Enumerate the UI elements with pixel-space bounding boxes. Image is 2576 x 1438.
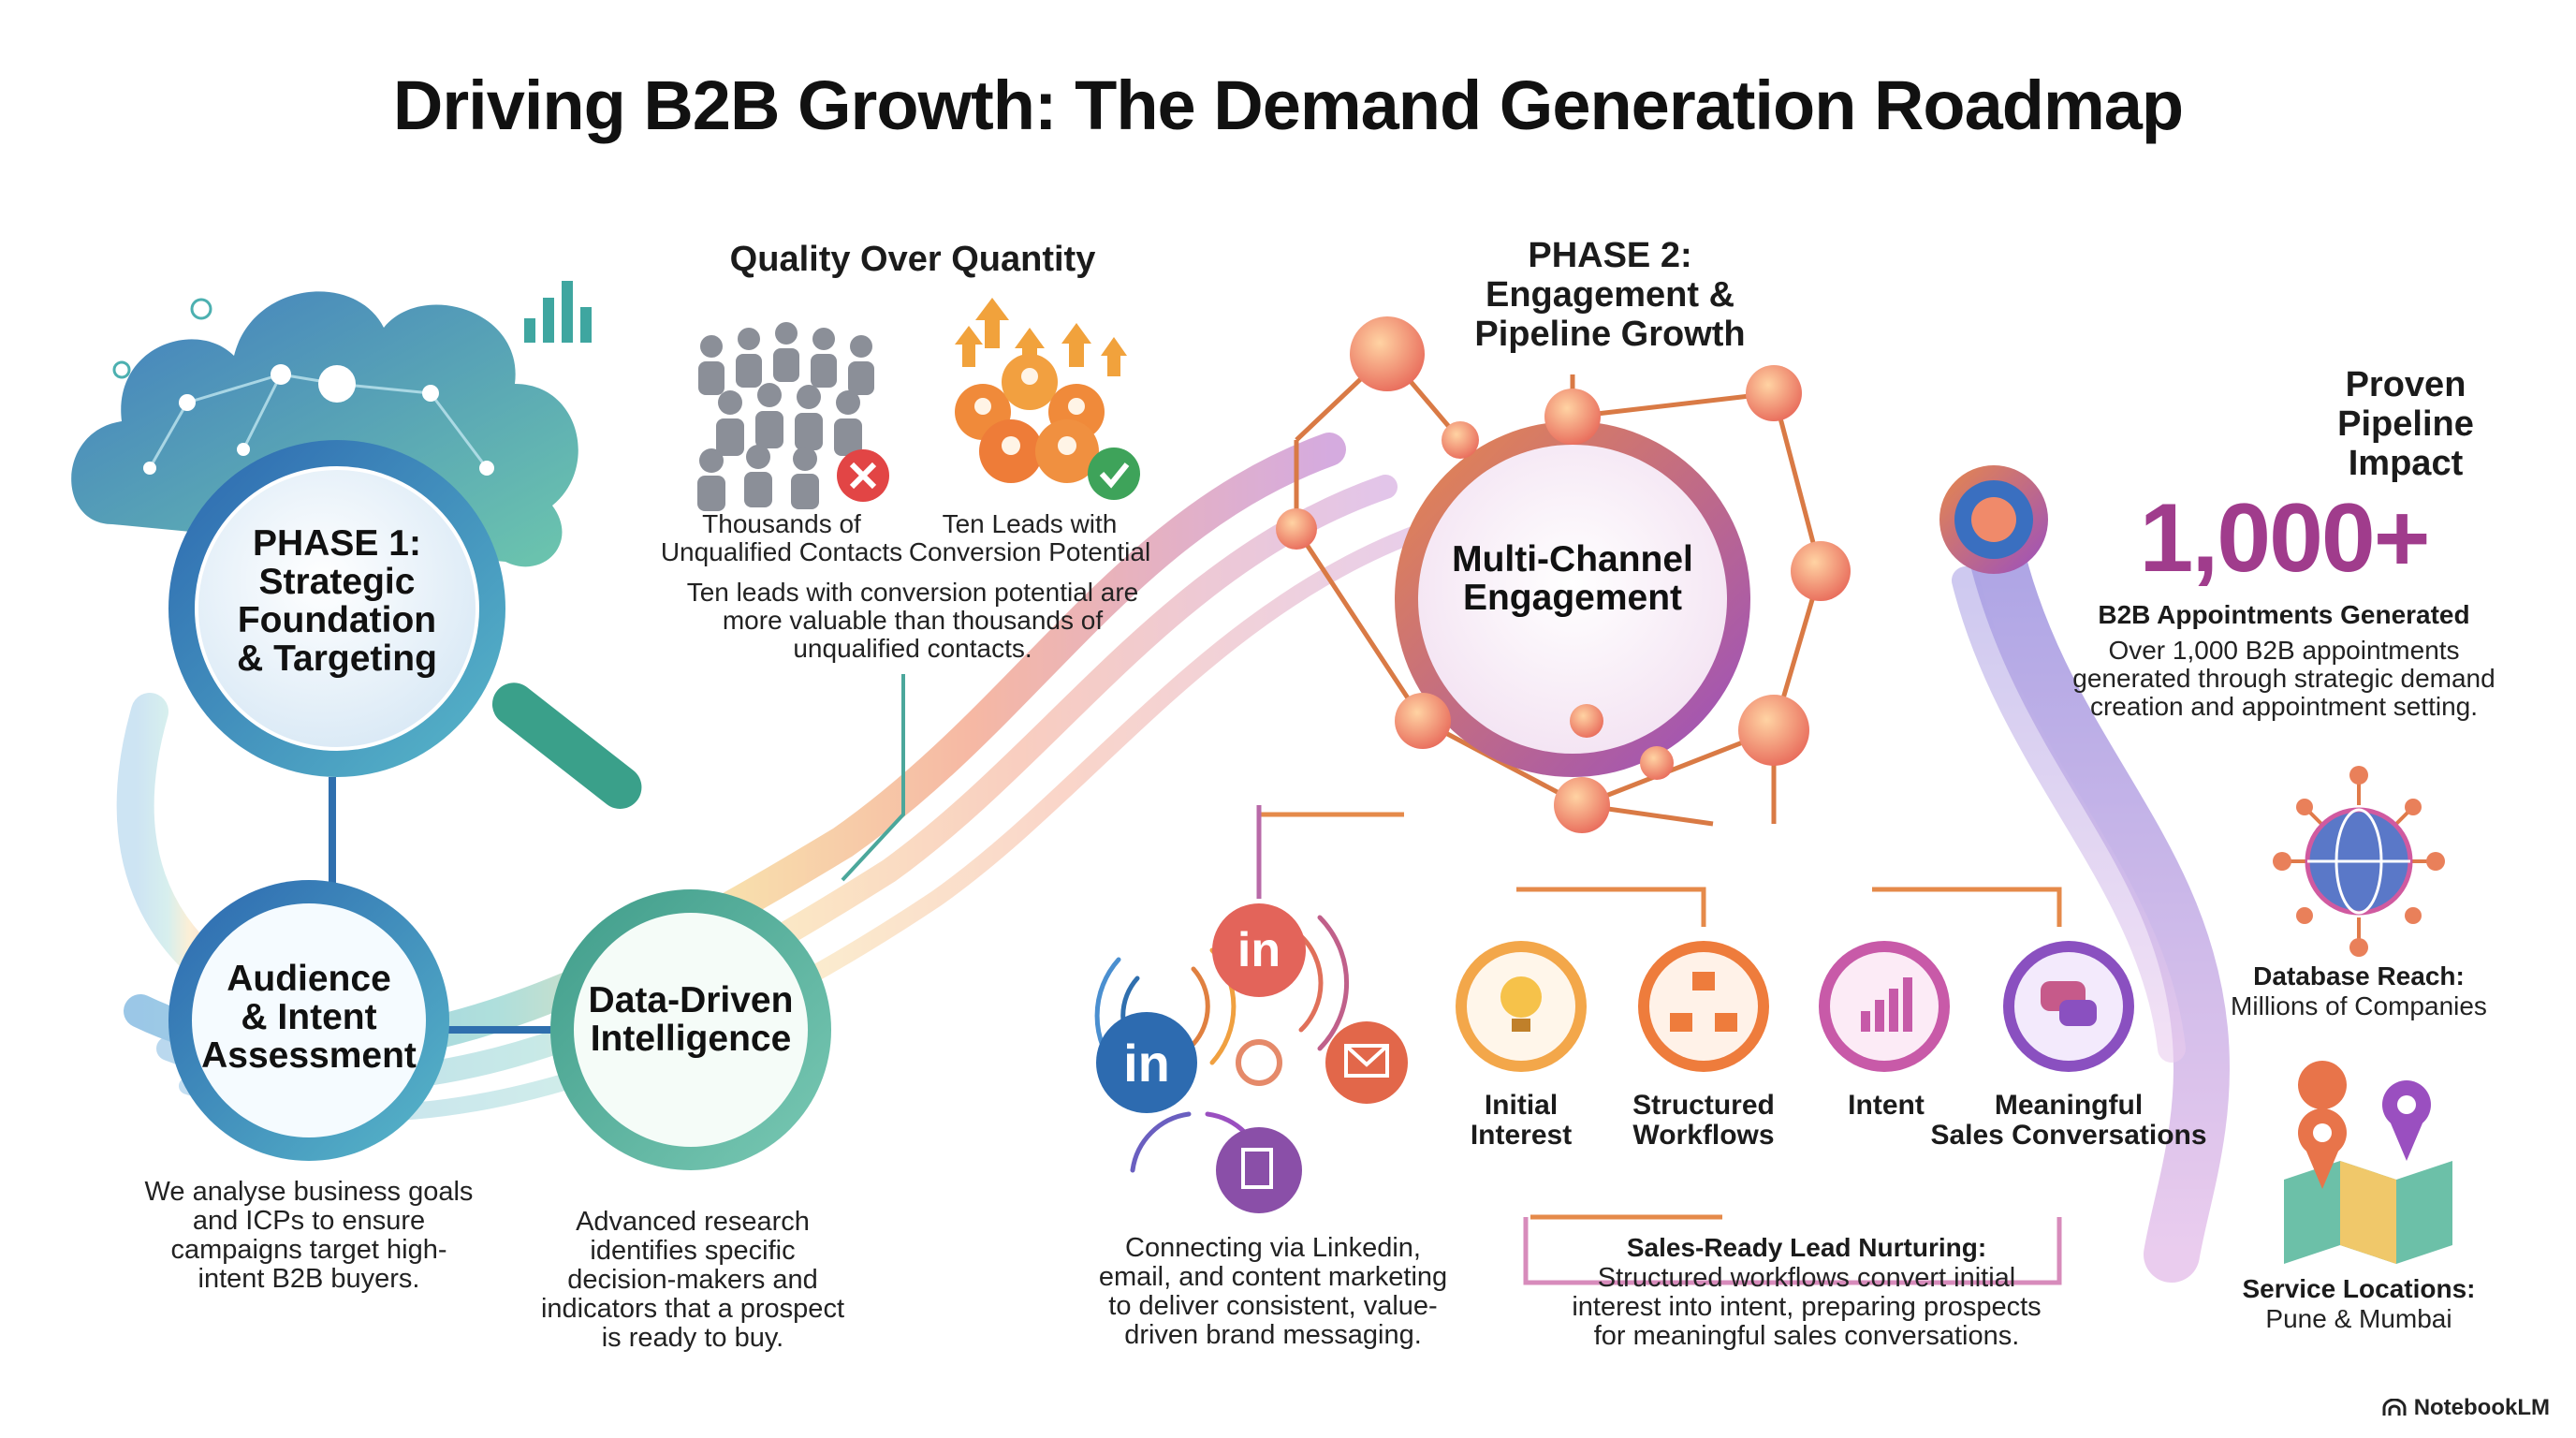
- crowd-icon: [697, 322, 874, 511]
- phase2-heading: PHASE 2: Engagement & Pipeline Growth: [1474, 236, 1746, 354]
- data-driven-desc: Advanced research identifies specific de…: [540, 1207, 844, 1353]
- linkedin-icon-top: [1212, 903, 1306, 997]
- quality-desc: Ten leads with conversion potential are …: [686, 578, 1139, 663]
- approve-icon: [1088, 448, 1140, 500]
- service-locations-title: Service Locations:: [2242, 1274, 2476, 1303]
- globe-icon: [2273, 766, 2445, 957]
- linkedin-icon-left: [1096, 1012, 1197, 1113]
- data-driven-label: Data-Driven Intelligence: [588, 980, 794, 1059]
- lightbulb-icon: [1500, 976, 1542, 1032]
- step-sales-conversations: Meaningful Sales Conversations: [1930, 1090, 2207, 1151]
- quality-left-caption: Thousands of Unqualified Contacts: [660, 509, 903, 566]
- impact-big-number: 1,000+: [2139, 484, 2431, 593]
- step-structured-workflows: Structured Workflows: [1632, 1090, 1775, 1151]
- content-icon: [1216, 1127, 1302, 1213]
- impact-heading: Proven Pipeline Impact: [2337, 365, 2474, 483]
- quality-right-caption: Ten Leads with Conversion Potential: [908, 509, 1151, 566]
- nurture-heading: Sales-Ready Lead Nurturing:: [1626, 1233, 1987, 1262]
- step-initial-interest: Initial Interest: [1470, 1090, 1573, 1151]
- impact-big-label: B2B Appointments Generated: [2098, 600, 2470, 629]
- quality-heading: Quality Over Quantity: [729, 240, 1096, 279]
- audience-label: Audience & Intent Assessment: [201, 959, 417, 1076]
- workflow-icon: [1670, 972, 1737, 1032]
- brand-name: NotebookLM: [2413, 1395, 2550, 1420]
- brand-logo: NotebookLM: [2382, 1395, 2550, 1421]
- nurture-desc: Structured workflows convert initial int…: [1572, 1263, 2042, 1351]
- linkedin-top-label: in: [1237, 923, 1281, 977]
- step-intent: Intent: [1848, 1090, 1925, 1121]
- bar-chart-icon: [1861, 977, 1912, 1032]
- impact-desc: Over 1,000 B2B appointments generated th…: [2072, 636, 2496, 721]
- chat-icon: [2041, 981, 2097, 1026]
- phase1-label: PHASE 1: Strategic Foundation & Targetin…: [237, 523, 437, 679]
- audience-desc: We analyse business goals and ICPs to en…: [144, 1177, 474, 1294]
- database-reach-title: Database Reach:: [2253, 961, 2465, 990]
- hub-label: Multi-Channel Engagement: [1452, 539, 1693, 618]
- database-reach-value: Millions of Companies: [2231, 991, 2487, 1020]
- qualified-leads-icon: [955, 298, 1127, 483]
- channels-desc: Connecting via Linkedin, email, and cont…: [1098, 1233, 1448, 1350]
- notebook-icon: [2382, 1399, 2407, 1416]
- magnifier-icon: [168, 440, 642, 809]
- page-title: Driving B2B Growth: The Demand Generatio…: [392, 66, 2184, 144]
- map-icon: [2284, 1061, 2452, 1264]
- linkedin-left-label: in: [1123, 1034, 1170, 1093]
- service-locations-value: Pune & Mumbai: [2265, 1304, 2452, 1333]
- target-icon: [1236, 1039, 1282, 1086]
